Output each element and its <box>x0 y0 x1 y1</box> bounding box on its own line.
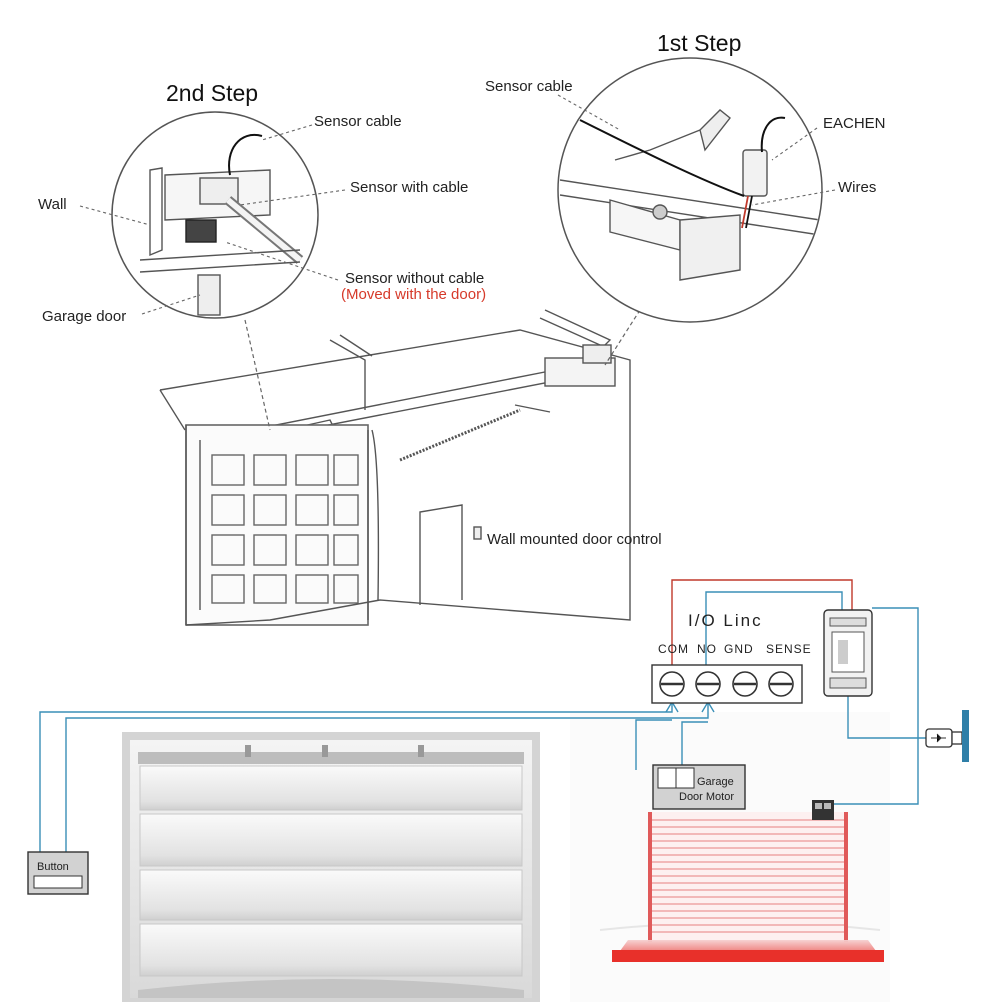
motor-label-line1: Garage <box>697 776 734 788</box>
garage-line-drawing <box>159 309 631 626</box>
sensor-with-cable-label: Sensor with cable <box>350 179 469 196</box>
moved-with-door-note: (Moved with the door) <box>341 286 487 303</box>
wiring <box>39 579 928 852</box>
eachen-label: EACHEN <box>823 115 886 132</box>
relay-module <box>823 609 873 697</box>
second-step-title: 2nd Step <box>166 80 259 106</box>
wires-label: Wires <box>838 179 877 196</box>
terminal-gnd: GND <box>724 642 754 656</box>
zoom-circle-second-step <box>79 111 346 319</box>
terminal-sense: SENSE <box>766 642 812 656</box>
wall-control-label: Wall mounted door control <box>487 531 662 548</box>
io-linc-terminal-block <box>651 664 803 704</box>
first-step-title: 1st Step <box>657 30 742 56</box>
button-device <box>27 851 89 895</box>
garage-door-motor <box>652 764 746 810</box>
photo-sensor-box <box>812 800 834 820</box>
zoom-leaders <box>244 309 641 431</box>
wall-label: Wall <box>38 196 67 213</box>
garage-door-illustration <box>122 732 540 1002</box>
usb-plug <box>925 710 969 762</box>
right-sensor-cable-label: Sensor cable <box>485 78 573 95</box>
button-label: Button <box>37 861 69 873</box>
light-curtain-scene <box>570 712 890 1002</box>
zoom-circle-first-step <box>557 57 836 323</box>
io-linc-title: I/O Linc <box>688 611 763 630</box>
motor-label-line2: Door Motor <box>679 791 735 803</box>
left-sensor-cable-label: Sensor cable <box>314 113 402 130</box>
garage-door-label: Garage door <box>42 308 127 325</box>
terminal-com: COM <box>658 642 689 656</box>
terminal-no: NO <box>697 642 717 656</box>
sensor-without-cable-label: Sensor without cable <box>345 270 485 287</box>
